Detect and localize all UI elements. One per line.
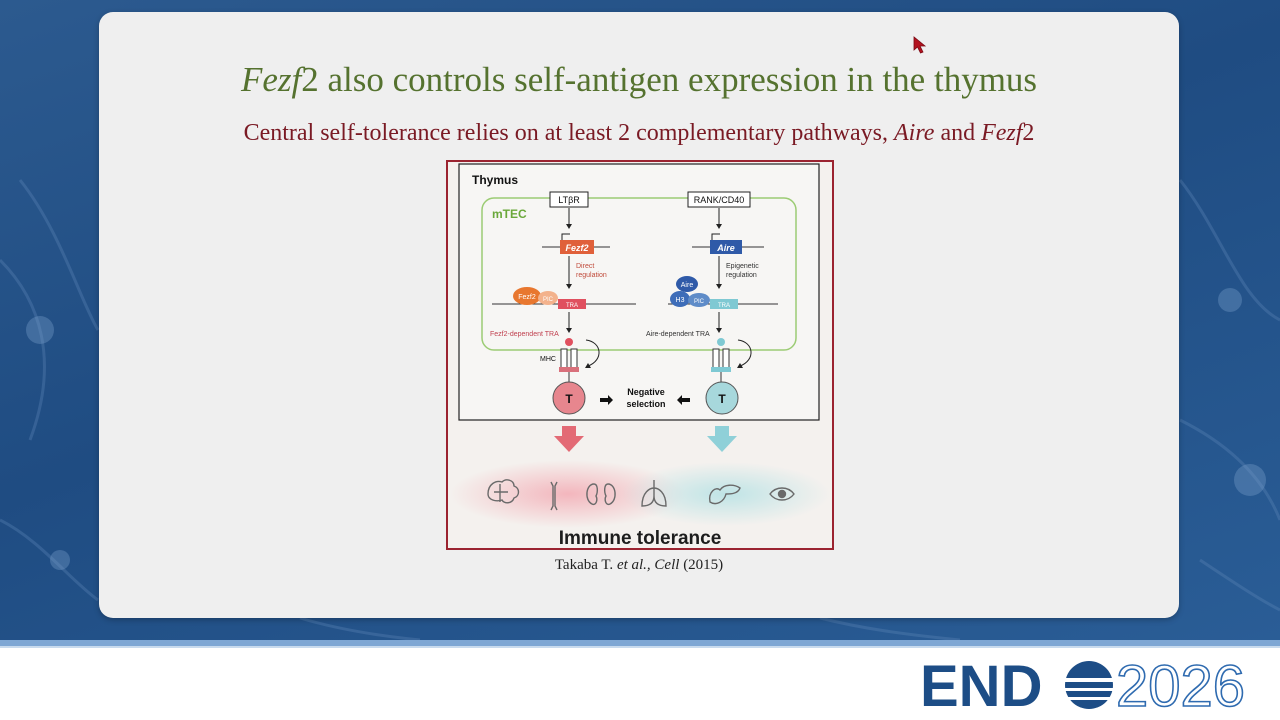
mtec-label: mTEC — [492, 207, 527, 221]
negative-selection-2: selection — [626, 399, 665, 409]
direct-regulation-2: regulation — [576, 272, 607, 279]
fezf2-protein — [513, 287, 541, 305]
globe-icon — [1065, 661, 1113, 709]
t-cell-left — [552, 381, 586, 415]
mhc-label: MHC — [540, 356, 556, 363]
rank-cd40-label: RANK/CD40 — [694, 195, 745, 205]
tra-right-label: TRA — [718, 303, 730, 309]
t-cell-right-label: T — [718, 392, 726, 406]
subtitle-fezf-number: 2 — [1022, 120, 1035, 146]
subtitle-aire: Aire — [894, 120, 935, 146]
background-network-pattern — [0, 179, 1280, 640]
slide-subtitle: Central self-tolerance relies on at leas… — [99, 120, 1179, 147]
kidney-icon — [586, 483, 616, 506]
citation-authors: Takaba T. — [554, 557, 617, 573]
epigenetic-regulation-2: regulation — [726, 272, 757, 279]
footer-band-light — [0, 646, 1280, 648]
subtitle-and: and — [934, 120, 982, 146]
eye-icon — [769, 487, 795, 501]
immune-tolerance-label: Immune tolerance — [559, 528, 722, 548]
arrow-right-icon — [600, 395, 613, 405]
h3-label: H3 — [676, 297, 685, 304]
thymus-figure: Thymus mTEC LTβR Fezf2 Direct regulation… — [446, 160, 834, 550]
citation-journal: et al., Cell — [616, 557, 680, 573]
fezf2-gene-box — [560, 240, 594, 254]
negative-selection-1: Negative — [627, 387, 665, 397]
pic-right — [688, 293, 710, 307]
tra-peptide-right — [717, 338, 725, 346]
pancreas-icon — [708, 484, 741, 505]
ltbr-receptor — [549, 191, 589, 208]
aire-protein-label: Aire — [681, 282, 694, 289]
down-arrow-red-icon — [554, 426, 584, 452]
tra-peptide-left — [565, 338, 573, 346]
fezf2-gene-label: Fezf2 — [565, 243, 588, 253]
brain-icon — [487, 479, 520, 504]
mouse-cursor-icon — [913, 36, 931, 60]
aire-dependent-tra: Aire-dependent TRA — [646, 331, 710, 338]
ltbr-label: LTβR — [558, 195, 580, 205]
direct-regulation-1: Direct — [576, 263, 594, 270]
h3-histone — [670, 291, 690, 307]
endo-2026-logo: END 2026 — [920, 653, 1270, 720]
citation-year: (2015) — [679, 557, 724, 573]
down-arrow-blue-icon — [707, 426, 737, 452]
tra-left — [558, 299, 586, 309]
logo-year-text: 2026 — [1116, 656, 1245, 716]
bone-icon — [550, 481, 558, 511]
title-text: also controls self-antigen expression in… — [318, 60, 1038, 99]
aire-gene-box — [710, 240, 742, 254]
t-cell-right — [705, 381, 739, 415]
fezf2-protein-label: Fezf2 — [518, 294, 536, 301]
lung-icon — [641, 480, 667, 507]
footer-band — [0, 640, 1280, 646]
logo-end-text: END — [920, 656, 1042, 716]
epigenetic-regulation-1: Epigenetic — [726, 263, 759, 270]
aire-protein — [676, 276, 698, 292]
rank-cd40-receptor — [687, 191, 751, 208]
fezf2-dependent-tra: Fezf2-dependent TRA — [490, 331, 559, 338]
pic-left-label: PIC — [543, 297, 554, 303]
mtec-box — [481, 197, 797, 351]
figure-citation: Takaba T. et al., Cell (2015) — [446, 557, 832, 574]
title-gene-number: 2 — [301, 60, 319, 99]
subtitle-fezf: Fezf — [981, 120, 1023, 146]
t-cell-left-label: T — [565, 392, 573, 406]
arrow-left-icon — [677, 395, 690, 405]
thymus-box — [458, 163, 820, 421]
slide-title: Fezf2 also controls self-antigen express… — [99, 60, 1179, 100]
pic-left — [538, 291, 558, 305]
subtitle-text: Central self-tolerance relies on at leas… — [243, 120, 894, 146]
pic-right-label: PIC — [694, 299, 705, 305]
red-tolerance-glow — [450, 460, 686, 528]
aire-gene-label: Aire — [716, 243, 735, 253]
title-gene-italic: Fezf — [240, 60, 302, 99]
tra-right — [710, 299, 738, 309]
thymus-label: Thymus — [472, 173, 518, 187]
tra-left-label: TRA — [566, 303, 578, 309]
